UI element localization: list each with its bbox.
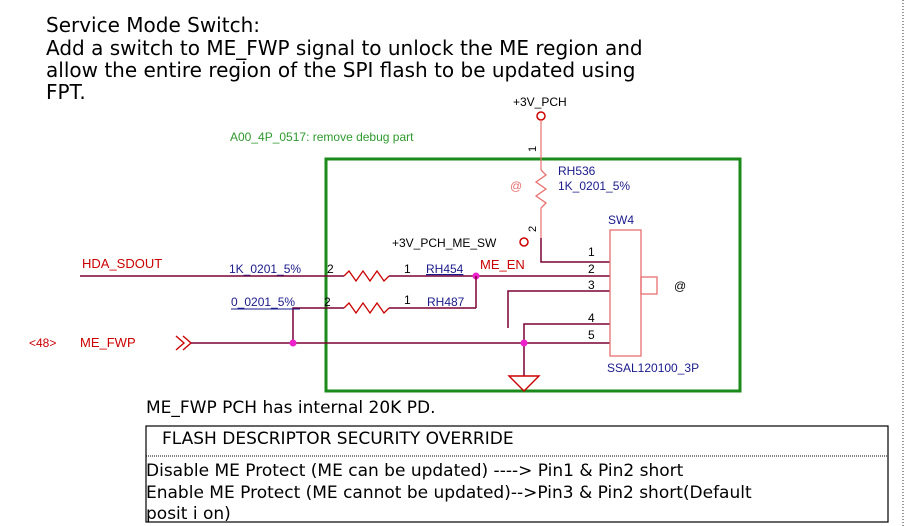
offpage-arrow-icon xyxy=(175,335,186,351)
rh454-value: 1K_0201_5% xyxy=(229,262,301,276)
revision-note: A00_4P_0517: remove debug part xyxy=(230,130,414,144)
wire-pin4 xyxy=(523,323,610,376)
table-header: FLASH DESCRIPTOR SECURITY OVERRIDE xyxy=(162,429,514,449)
heading-line-3: allow the entire region of the SPI flash… xyxy=(46,58,636,82)
net-label-me-en: ME_EN xyxy=(480,257,525,272)
rh536-dnp-mark: @ xyxy=(510,179,522,193)
sw4-actuator xyxy=(640,276,658,295)
rh536-value: 1K_0201_5% xyxy=(558,179,630,193)
service-switch-box xyxy=(324,157,742,393)
rh454-pin2-label: 2 xyxy=(327,262,334,276)
override-table xyxy=(145,425,889,523)
table-row-enable: Enable ME Protect (ME cannot be updated)… xyxy=(146,483,752,503)
rh487-value: 0_0201_5% xyxy=(231,295,295,309)
rh487-pin2-label: 2 xyxy=(324,295,331,309)
rh454-pin1-label: 1 xyxy=(404,262,411,276)
table-row-disable: Disable ME Protect (ME can be updated) -… xyxy=(146,461,684,481)
rh487-pin1-label: 1 xyxy=(404,293,411,307)
sw4-ref: SW4 xyxy=(608,213,634,227)
table-row-position: posit i on) xyxy=(146,504,231,524)
rh454-ref: RH454 xyxy=(426,262,464,276)
sw4-pin-2: 2 xyxy=(588,262,595,276)
sw4-pin-5: 5 xyxy=(588,328,595,342)
rh454-resistor-icon xyxy=(343,269,390,283)
wire-rh487-left xyxy=(292,307,344,343)
rh536-pin2-label: 2 xyxy=(527,226,539,232)
power-symbol-me-sw xyxy=(519,237,529,247)
ground-icon xyxy=(507,375,541,392)
rh536-resistor-icon xyxy=(534,169,548,209)
wire-pin3 xyxy=(507,290,610,328)
sw4-mark: @ xyxy=(674,279,686,293)
rh487-ref: RH487 xyxy=(427,295,465,309)
sw4-body xyxy=(609,229,642,357)
net-label-me-fwp: ME_FWP xyxy=(80,335,136,350)
heading-line-1: Service Mode Switch: xyxy=(46,13,260,37)
rh536-pin1-label: 1 xyxy=(527,146,539,152)
rh487-resistor-icon xyxy=(343,301,390,315)
junction-me-fwp xyxy=(289,339,297,347)
power-label-top: +3V_PCH xyxy=(513,95,567,109)
sw4-part: SSAL120100_3P xyxy=(607,361,699,375)
offpage-ref: <48> xyxy=(29,336,56,350)
heading-line-2: Add a switch to ME_FWP signal to unlock … xyxy=(46,36,643,60)
pd-note: ME_FWP PCH has internal 20K PD. xyxy=(146,398,436,418)
net-label-hda-sdout: HDA_SDOUT xyxy=(82,256,162,271)
power-symbol-top xyxy=(536,111,546,121)
sw4-pin-4: 4 xyxy=(588,311,595,325)
sw4-pin-1: 1 xyxy=(588,245,595,259)
sw4-pin-3: 3 xyxy=(588,278,595,292)
wire-pin1 xyxy=(540,238,610,263)
power-label-me-sw: +3V_PCH_ME_SW xyxy=(392,236,497,250)
junction-pin5 xyxy=(520,339,528,347)
rh536-ref: RH536 xyxy=(558,164,596,178)
heading-line-4: FPT. xyxy=(46,80,86,104)
